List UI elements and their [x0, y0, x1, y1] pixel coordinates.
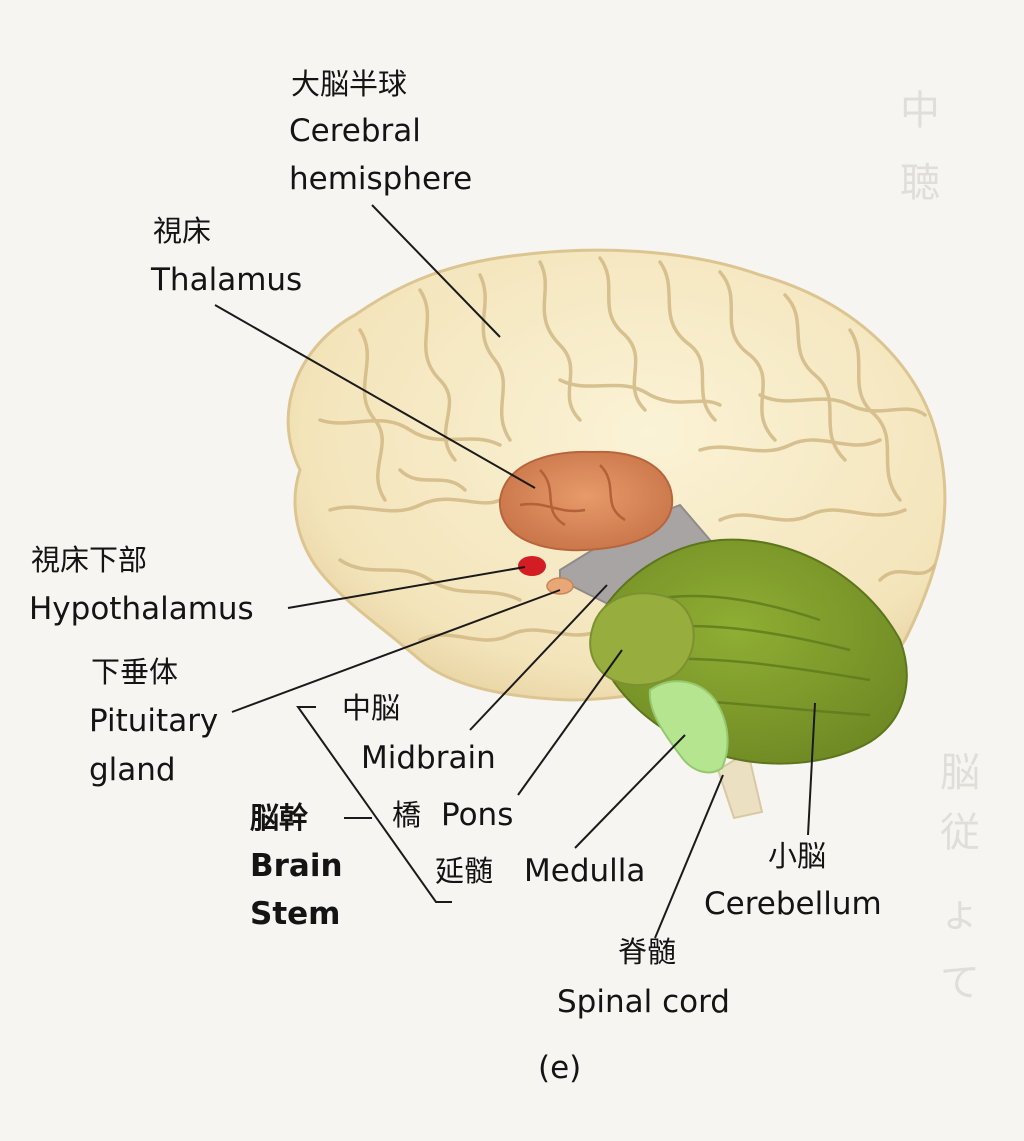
- bleed-through-text: 従: [940, 810, 980, 856]
- thalamus-shape: [498, 450, 674, 552]
- label-brain-stem-en-2: Stem: [250, 896, 341, 932]
- label-medulla-en: Medulla: [524, 853, 646, 889]
- label-cerebral-hemisphere-jp: 大脳半球: [291, 67, 408, 101]
- hypothalamus-shape: [518, 556, 546, 576]
- bleed-through-text: 聴: [900, 160, 940, 206]
- bleed-through-text: ょ: [940, 890, 980, 936]
- cerebral-gyri: [318, 256, 937, 642]
- label-pituitary-en-1: Pituitary: [89, 703, 219, 739]
- leader-line-midbrain: [469, 584, 608, 731]
- bleed-through-text: 脳: [940, 750, 980, 796]
- leader-line-pons: [517, 649, 623, 796]
- label-cerebellum-en: Cerebellum: [704, 886, 882, 922]
- label-thalamus-en: Thalamus: [151, 262, 303, 298]
- leader-line-cerebellum: [807, 702, 816, 836]
- label-cerebral-hemisphere-en-2: hemisphere: [289, 161, 473, 197]
- label-brain-stem-en-1: Brain: [250, 848, 343, 884]
- label-thalamus-jp: 視床: [153, 214, 212, 248]
- bleed-through-text: 中: [900, 88, 940, 134]
- label-pons-en: Pons: [441, 797, 514, 833]
- pons-shape: [589, 592, 695, 686]
- label-pons-jp: 橋: [392, 798, 422, 832]
- leader-line-spinal-cord: [654, 774, 724, 939]
- label-spinal-cord-en: Spinal cord: [557, 984, 730, 1020]
- label-cerebral-hemisphere-en-1: Cerebral: [289, 113, 421, 149]
- label-brain-stem-jp: 脳幹: [250, 801, 309, 835]
- label-hypothalamus-en: Hypothalamus: [29, 591, 254, 627]
- label-pituitary-jp: 下垂体: [91, 655, 179, 689]
- thalamus-folds: [519, 464, 626, 527]
- label-spinal-cord-jp: 脊髄: [618, 935, 677, 969]
- label-pituitary-en-2: gland: [89, 752, 176, 788]
- brain-stem-bracket: [296, 706, 452, 903]
- leader-line-hypothalamus: [287, 566, 526, 609]
- leader-line-thalamus: [214, 304, 536, 489]
- leader-line-medulla: [574, 734, 686, 849]
- leader-line-cerebral: [371, 204, 501, 338]
- label-midbrain-en: Midbrain: [361, 740, 496, 776]
- label-hypothalamus-jp: 視床下部: [31, 543, 148, 577]
- pituitary-shape: [546, 577, 574, 595]
- label-midbrain-jp: 中脳: [342, 691, 401, 725]
- figure-caption: (e): [538, 1050, 582, 1086]
- label-medulla-jp: 延髄: [435, 854, 494, 888]
- medulla-shape: [648, 680, 729, 774]
- label-cerebellum-jp: 小脳: [768, 839, 827, 873]
- bleed-through-text: て: [940, 960, 980, 1006]
- leader-line-pituitary: [231, 589, 561, 713]
